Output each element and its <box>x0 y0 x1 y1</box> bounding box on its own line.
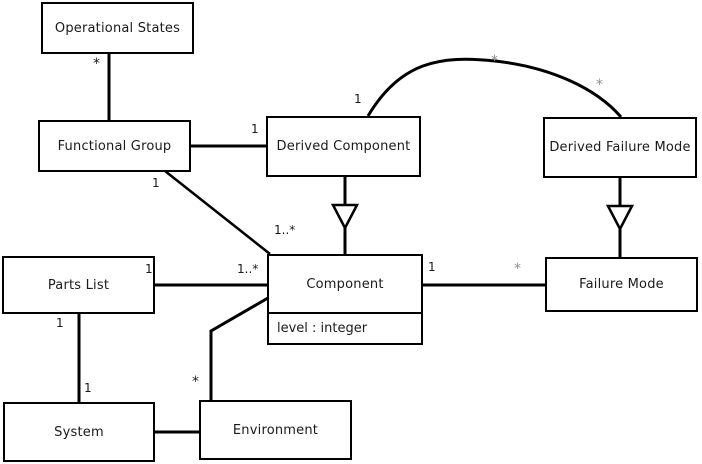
multiplicity-opstates-funcgroup: * <box>93 56 100 72</box>
multiplicity-partslist-system-source: 1 <box>56 316 64 330</box>
multiplicity-funcgroup-component-source: 1 <box>152 176 160 190</box>
class-attribute-component-level: level : integer <box>269 312 421 343</box>
class-box-environment[interactable]: Environment <box>199 400 352 460</box>
class-box-failure-mode[interactable]: Failure Mode <box>545 257 698 312</box>
class-name-derived-component: Derived Component <box>276 139 411 154</box>
multiplicity-environment-component: * <box>192 374 199 390</box>
multiplicity-derivedcomponent-arc-apex: * <box>491 53 498 69</box>
connector-derivedcomponent-derivedfailuremode <box>366 57 623 118</box>
multiplicity-partslist-system-target: 1 <box>84 381 92 395</box>
class-name-derived-failure-mode: Derived Failure Mode <box>549 140 691 155</box>
class-name-parts-list: Parts List <box>47 277 110 293</box>
multiplicity-funcgroup-component-target: 1..* <box>274 223 296 237</box>
multiplicity-derivedcomponent-arc-source: 1 <box>354 92 362 106</box>
class-name-failure-mode: Failure Mode <box>579 277 664 292</box>
class-name-operational-states: Operational States <box>54 20 181 36</box>
class-box-operational-states[interactable]: Operational States <box>41 2 194 54</box>
class-box-functional-group[interactable]: Functional Group <box>38 120 191 172</box>
multiplicity-component-failuremode-target: * <box>514 261 521 277</box>
multiplicity-component-failuremode-source: 1 <box>428 260 436 274</box>
multiplicity-funcgroup-derivedcomponent: 1 <box>251 122 259 136</box>
class-name-environment: Environment <box>232 422 319 438</box>
class-box-system[interactable]: System <box>3 402 155 462</box>
class-box-parts-list[interactable]: Parts List <box>2 256 155 314</box>
class-name-system: System <box>54 424 104 440</box>
generalization-triangle-failure-mode <box>605 204 635 232</box>
class-name-functional-group: Functional Group <box>57 138 172 154</box>
generalization-triangle-component <box>330 203 360 231</box>
class-box-component[interactable]: Component level : integer <box>267 254 423 345</box>
class-box-derived-failure-mode[interactable]: Derived Failure Mode <box>543 117 697 178</box>
multiplicity-partslist-component-target: 1..* <box>237 262 259 276</box>
connector-environment-component <box>209 296 269 400</box>
multiplicity-derivedfailuremode-arc-target: * <box>596 77 603 93</box>
class-name-component: Component <box>306 276 384 292</box>
multiplicity-partslist-component-source: 1 <box>145 262 153 276</box>
connector-funcgroup-component <box>164 170 271 255</box>
class-box-derived-component[interactable]: Derived Component <box>266 116 421 177</box>
